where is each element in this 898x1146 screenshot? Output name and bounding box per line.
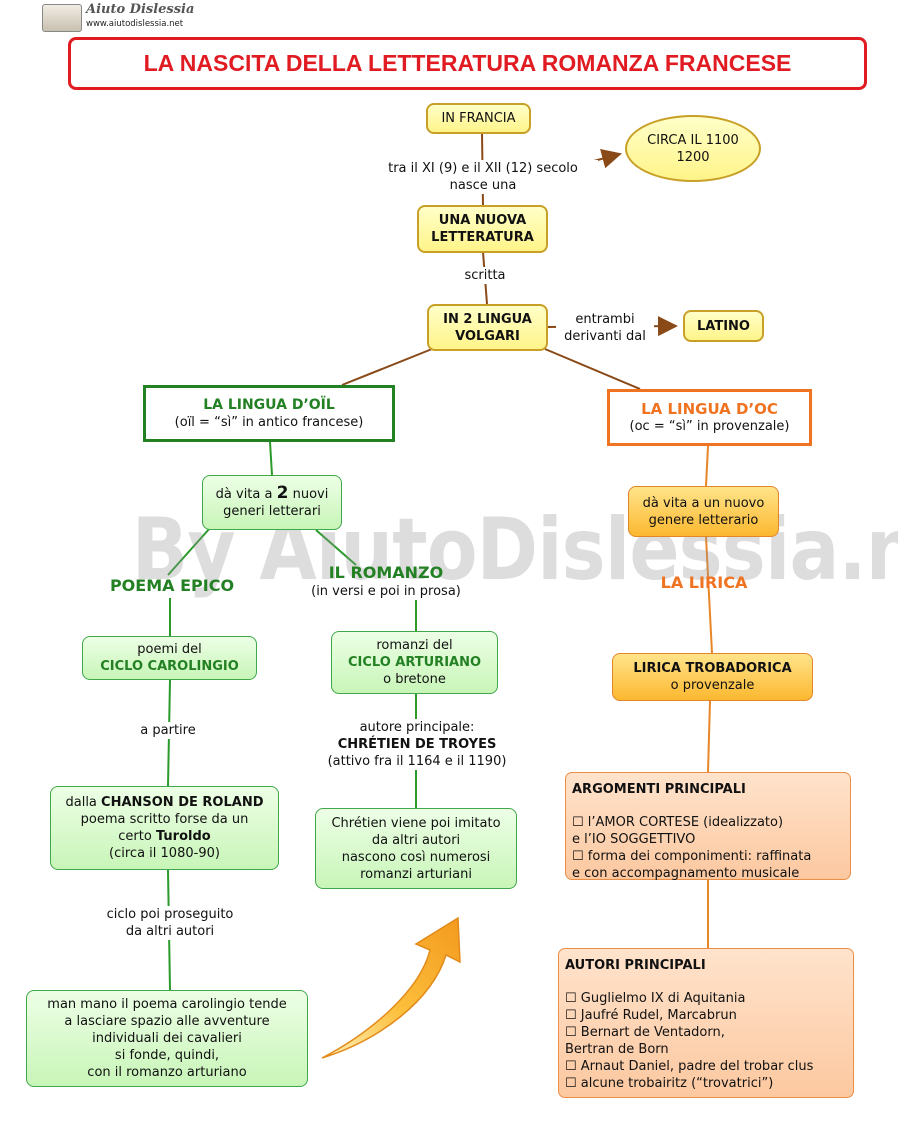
logo-book-icon [42, 4, 82, 32]
node-argomenti-principali: ARGOMENTI PRINCIPALI ☐ l’AMOR CORTESE (i… [565, 772, 851, 881]
title-box: LA NASCITA DELLA LETTERATURA ROMANZA FRA… [68, 37, 867, 90]
logo-url: www.aiutodislessia.net [86, 19, 184, 29]
logo: Aiuto Dislessia www.aiutodislessia.net [42, 2, 202, 34]
node-lingua-oil: LA LINGUA D’OÏL (oïl = “sì” in antico fr… [143, 385, 395, 442]
node-lingua-oc: LA LINGUA D’OC (oc = “sì” in provenzale) [607, 389, 812, 446]
label-scritta: scritta [455, 267, 515, 284]
label-a-partire: a partire [130, 722, 206, 739]
node-man-mano: man mano il poema carolingio tende a las… [26, 990, 308, 1087]
node-latino: LATINO [683, 310, 764, 342]
label-secolo: tra il XI (9) e il XII (12) secolo nasce… [368, 160, 598, 194]
label-entrambi: entrambi derivanti dal [556, 311, 654, 345]
logo-name: Aiuto Dislessia [86, 2, 195, 17]
node-due-lingue: IN 2 LINGUA VOLGARI [427, 304, 548, 351]
heading-lirica: LA LIRICA [660, 573, 748, 592]
page-title: LA NASCITA DELLA LETTERATURA ROMANZA FRA… [143, 50, 792, 76]
node-chretien-imitato: Chrétien viene poi imitato da altri auto… [315, 808, 517, 889]
node-chanson-de-roland: dalla CHANSON DE ROLAND poema scritto fo… [50, 786, 279, 870]
node-ciclo-arturiano: romanzi del CICLO ARTURIANO o bretone [331, 631, 498, 694]
node-due-generi: dà vita a 2 nuovi generi letterari [202, 475, 342, 530]
node-in-francia: IN FRANCIA [426, 103, 531, 134]
label-ciclo-proseguito: ciclo poi proseguito da altri autori [90, 906, 250, 940]
node-circa: CIRCA IL 1100 1200 [625, 115, 761, 182]
node-nuova-letteratura: UNA NUOVA LETTERATURA [417, 205, 548, 253]
node-ciclo-carolingio: poemi del CICLO CAROLINGIO [82, 636, 257, 680]
node-lirica-trobadorica: LIRICA TROBADORICA o provenzale [612, 653, 813, 701]
heading-poema-epico: POEMA EPICO [109, 576, 235, 595]
heading-romanzo: IL ROMANZO (in versi e poi in prosa) [311, 563, 461, 599]
node-nuovo-genere: dà vita a un nuovo genere letterario [628, 486, 779, 537]
big-arrow [321, 916, 461, 1059]
node-autori-principali: AUTORI PRINCIPALI ☐ Guglielmo IX di Aqui… [558, 948, 854, 1098]
label-autore-principale: autore principale: CHRÉTIEN DE TROYES (a… [308, 719, 526, 770]
